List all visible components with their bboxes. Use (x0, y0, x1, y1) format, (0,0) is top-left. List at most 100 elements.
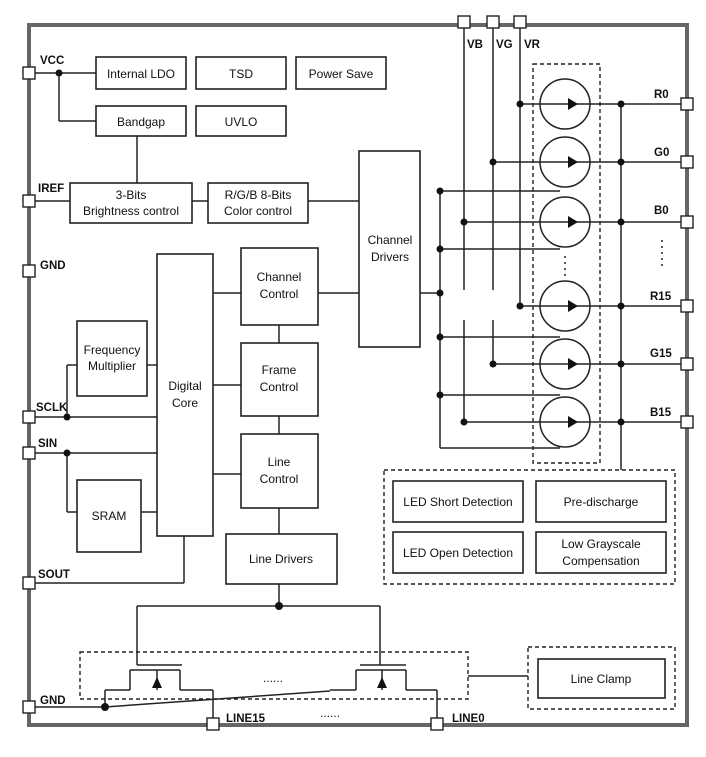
line0-pin-label: LINE0 (452, 713, 485, 725)
line-clamp-group (527, 646, 676, 710)
r0-pin-label: R0 (654, 89, 669, 101)
line15-pad (206, 717, 220, 731)
line15-pin-label: LINE15 (226, 713, 266, 725)
sram-label: SRAM (92, 509, 127, 523)
low-grayscale-compensation-block (535, 531, 667, 574)
frequency-multiplier-label-2: Multiplier (88, 359, 136, 373)
brightness-label-1: 3-Bits (116, 188, 147, 202)
color-control-label-1: R/G/B 8-Bits (225, 188, 292, 202)
line0-pad (430, 717, 444, 731)
sout-pin-label: SOUT (38, 569, 70, 581)
gnd-top-pin-label: GND (40, 260, 66, 272)
vb-pad (457, 15, 471, 29)
digital-core-block (156, 253, 214, 537)
current-sources (539, 78, 591, 448)
internal-ldo-block (95, 56, 187, 90)
current-source-b15 (539, 396, 591, 448)
tsd-block (195, 56, 287, 90)
uvlo-block (195, 105, 287, 137)
brightness-control-block (69, 182, 193, 224)
vg-pin-label: VG (496, 39, 513, 51)
channel-control-block (240, 247, 319, 326)
sclk-pad (22, 410, 36, 424)
pre-discharge-block (535, 480, 667, 523)
color-control-block (207, 182, 309, 224)
vr-pin-label: VR (524, 39, 541, 51)
uvlo-label: UVLO (225, 115, 258, 129)
digital-core-label-1: Digital (168, 379, 201, 393)
led-open-detection-block (392, 531, 524, 574)
vcc-pin-label: VCC (40, 55, 64, 67)
low-grayscale-label-2: Compensation (562, 554, 639, 568)
pin-pads (22, 15, 694, 731)
digital-core-label-2: Core (172, 396, 198, 410)
chip-outline (27, 23, 689, 727)
channel-drivers-block (358, 150, 421, 348)
b0-pad (680, 215, 694, 229)
led-current-sources-group (532, 63, 601, 464)
low-grayscale-label-1: Low Grayscale (561, 537, 641, 551)
channel-drivers-label-1: Channel (368, 233, 413, 247)
g15-pin-label: G15 (650, 348, 672, 360)
power-save-label: Power Save (309, 67, 374, 81)
frame-control-label-2: Control (260, 380, 299, 394)
vg-pad (486, 15, 500, 29)
frame-control-block (240, 342, 319, 417)
line-control-label-2: Control (260, 472, 299, 486)
iref-pad (22, 194, 36, 208)
g0-pad (680, 155, 694, 169)
internal-ldo-label: Internal LDO (107, 67, 175, 81)
r15-pin-label: R15 (650, 291, 672, 303)
gnd-bottom-pin-label: GND (40, 695, 66, 707)
current-source-r15 (539, 280, 591, 332)
line-pins-ellipsis: ...... (320, 706, 340, 720)
vcc-pad (22, 66, 36, 80)
b15-pad (680, 415, 694, 429)
mosfet-line0 (330, 664, 437, 691)
vr-pad (513, 15, 527, 29)
current-source-g15 (539, 338, 591, 390)
line-clamp-block (537, 658, 666, 699)
switches-ellipsis: ...... (263, 671, 283, 685)
led-short-detection-block (392, 480, 524, 523)
led-short-detection-label: LED Short Detection (403, 495, 512, 509)
current-source-b0 (539, 196, 591, 248)
line-drivers-label: Line Drivers (249, 552, 313, 566)
pre-discharge-label: Pre-discharge (564, 495, 639, 509)
current-source-r0 (539, 78, 591, 130)
junction-dots (55, 69, 625, 711)
b0-pin-label: B0 (654, 205, 669, 217)
r0-pad (680, 97, 694, 111)
bandgap-block (95, 105, 187, 137)
frequency-multiplier-block (76, 320, 148, 397)
color-control-label-2: Color control (224, 204, 292, 218)
gnd-top-pad (22, 264, 36, 278)
r15-pad (680, 299, 694, 313)
g15-pad (680, 357, 694, 371)
sin-pin-label: SIN (38, 438, 57, 450)
g0-pin-label: G0 (654, 147, 669, 159)
power-save-block (295, 56, 387, 90)
sin-pad (22, 446, 36, 460)
sclk-pin-label: SCLK (36, 402, 68, 414)
vb-pin-label: VB (467, 39, 483, 51)
channel-control-label-1: Channel (257, 270, 302, 284)
detection-group (383, 469, 676, 585)
line-drivers-block (225, 533, 338, 585)
sram-block (76, 479, 142, 553)
channel-control-label-2: Control (260, 287, 299, 301)
line-clamp-label: Line Clamp (571, 672, 632, 686)
tsd-label: TSD (229, 67, 253, 81)
current-source-g0 (539, 136, 591, 188)
frequency-multiplier-label-1: Frequency (84, 343, 141, 357)
frame-control-label-1: Frame (262, 363, 297, 377)
b15-pin-label: B15 (650, 407, 672, 419)
gnd-bottom-pad (22, 700, 36, 714)
mosfet-line15 (105, 664, 213, 691)
bandgap-label: Bandgap (117, 115, 165, 129)
led-open-detection-label: LED Open Detection (403, 546, 513, 560)
channel-drivers-label-2: Drivers (371, 250, 409, 264)
iref-pin-label: IREF (38, 183, 64, 195)
brightness-label-2: Brightness control (83, 204, 179, 218)
